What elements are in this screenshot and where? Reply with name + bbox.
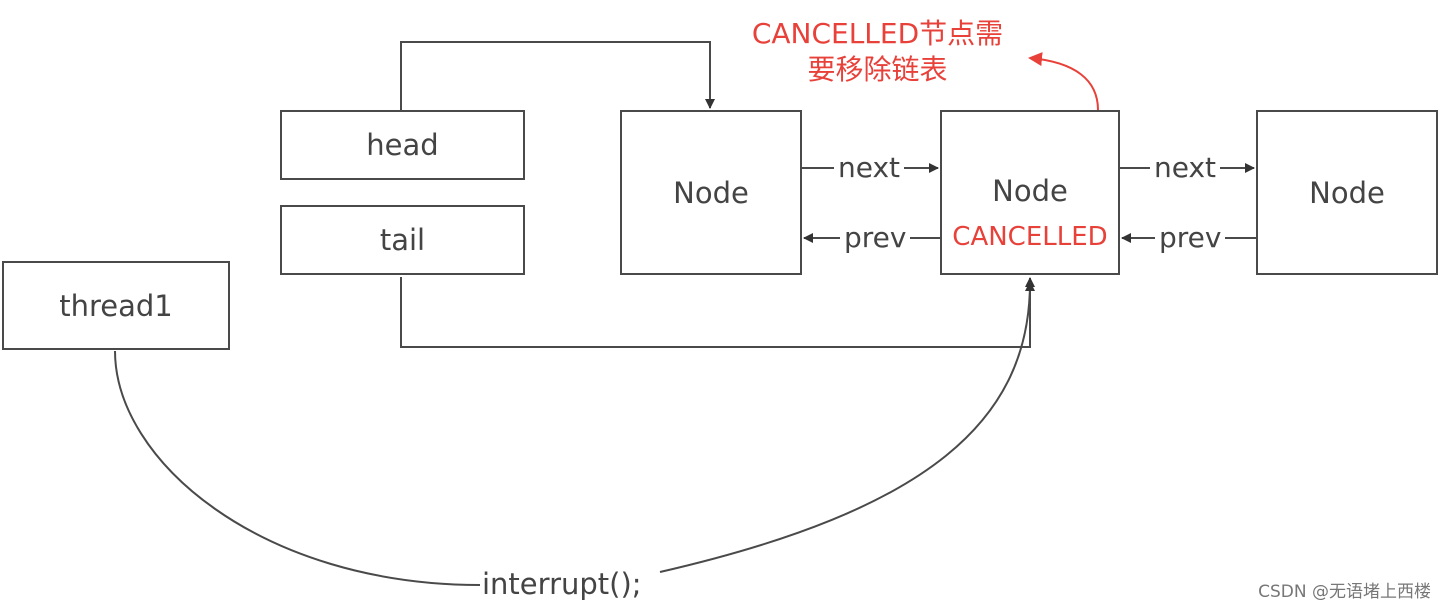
node-box-1: Node — [620, 110, 802, 275]
node-3-label: Node — [1309, 175, 1385, 210]
interrupt-call-label: interrupt(); — [482, 567, 642, 601]
thread1-box: thread1 — [2, 261, 230, 350]
node-2-label: Node — [992, 174, 1068, 208]
remove-note-arrow — [1028, 52, 1099, 111]
node-1-label: Node — [673, 175, 749, 210]
removal-note-line-2: 要移除链表 — [807, 53, 948, 86]
head-pointer-arrow — [400, 41, 715, 110]
thread1-label: thread1 — [59, 288, 173, 323]
tail-label: tail — [379, 223, 426, 257]
node-box-3: Node — [1256, 110, 1438, 275]
removal-note: CANCELLED节点需 要移除链表 — [735, 16, 1020, 88]
next-label-2: next — [1150, 154, 1221, 182]
prev-label-2: prev — [1155, 224, 1226, 252]
node-2-status: CANCELLED — [952, 222, 1108, 252]
interrupt-curve-right — [659, 281, 1035, 573]
removal-note-line-1: CANCELLED节点需 — [751, 17, 1004, 50]
tail-pointer-arrow — [400, 277, 1035, 348]
head-label: head — [366, 128, 439, 162]
node-box-cancelled: Node CANCELLED — [940, 110, 1120, 275]
interrupt-curve-left — [114, 350, 481, 586]
prev-label-1: prev — [840, 224, 911, 252]
watermark: CSDN @无语堵上西楼 — [1258, 582, 1431, 602]
tail-box: tail — [280, 205, 525, 275]
head-box: head — [280, 110, 525, 180]
next-label-1: next — [834, 154, 905, 182]
